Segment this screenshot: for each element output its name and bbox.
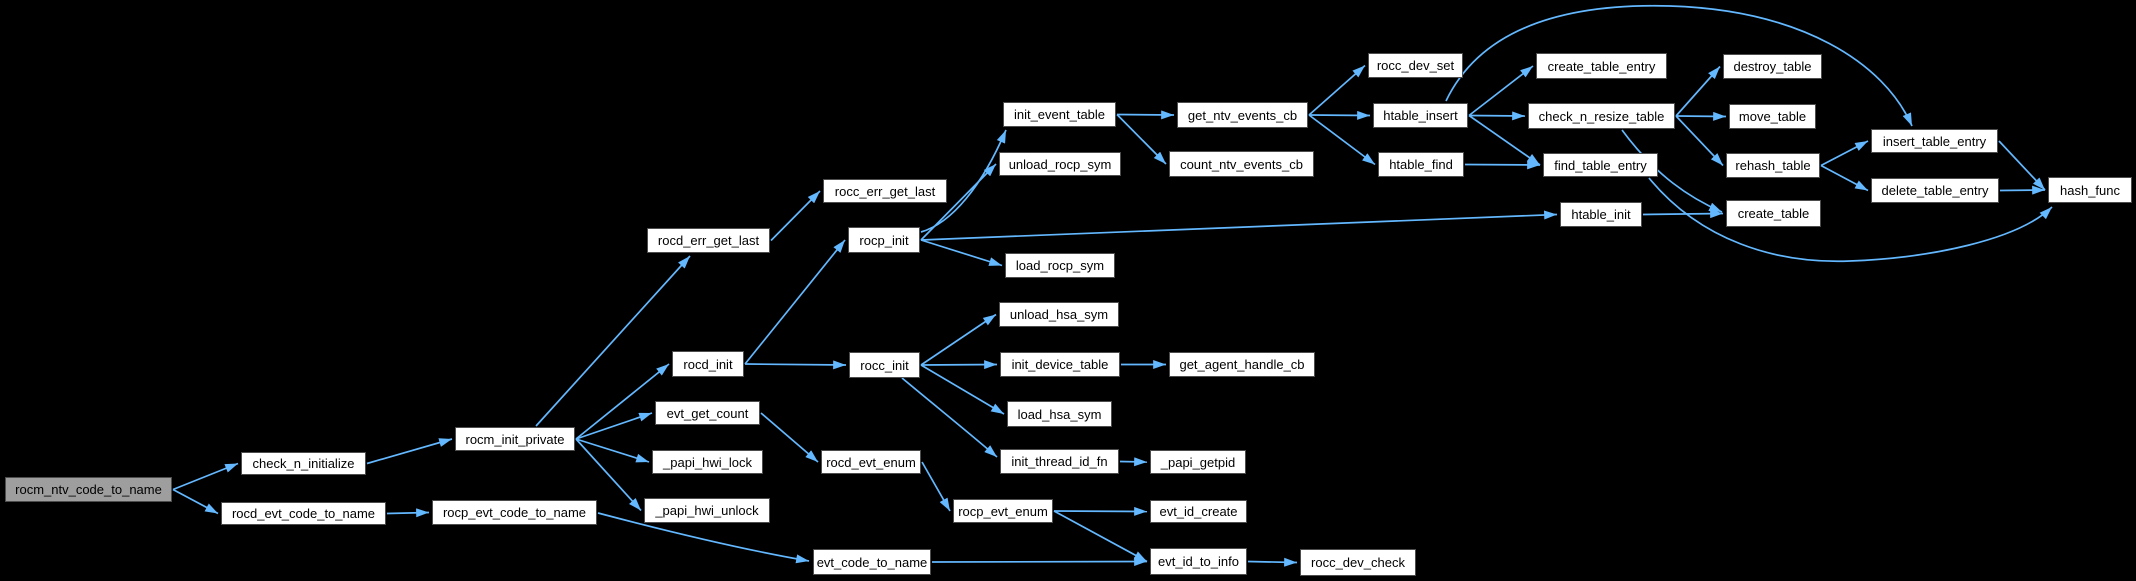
edge-rocd_init-rocp_init [744, 239, 846, 365]
graph-node-rocm_init_private[interactable]: rocm_init_private [455, 427, 575, 451]
graph-node-get_agent_handle_cb[interactable]: get_agent_handle_cb [1169, 352, 1315, 377]
edge-rocd_evt_code_to_name-rocp_evt_code_to_name [386, 508, 430, 518]
graph-node-evt_id_to_info[interactable]: evt_id_to_info [1150, 548, 1247, 575]
graph-node-htable_insert[interactable]: htable_insert [1373, 103, 1468, 128]
edge-evt_get_count-rocd_evt_enum [760, 412, 819, 463]
graph-node-rehash_table[interactable]: rehash_table [1726, 153, 1820, 178]
graph-node-rocd_evt_code_to_name[interactable]: rocd_evt_code_to_name [221, 502, 386, 525]
edge-rocm_ntv_code_to_name-rocd_evt_code_to_name [172, 488, 219, 515]
edge-init_thread_id_fn-_papi_getpid [1119, 457, 1148, 467]
graph-node-rocd_err_get_last[interactable]: rocd_err_get_last [647, 228, 770, 253]
edge-rocm_init_private-_papi_hwi_unlock [575, 438, 642, 512]
edge-rocm_init_private-_papi_hwi_lock [575, 438, 650, 463]
graph-node-check_n_initialize[interactable]: check_n_initialize [241, 452, 366, 475]
graph-node-evt_get_count[interactable]: evt_get_count [655, 401, 760, 425]
graph-node-hash_func[interactable]: hash_func [2048, 177, 2132, 203]
graph-node-delete_table_entry[interactable]: delete_table_entry [1871, 178, 1999, 203]
graph-node-evt_id_create[interactable]: evt_id_create [1150, 500, 1247, 523]
graph-node-init_thread_id_fn[interactable]: init_thread_id_fn [1000, 449, 1119, 474]
graph-node-_papi_getpid[interactable]: _papi_getpid [1150, 450, 1246, 474]
graph-node-rocp_evt_code_to_name[interactable]: rocp_evt_code_to_name [432, 500, 597, 525]
edge-rocp_init-unload_rocp_sym [920, 163, 997, 241]
edge-rocc_init-unload_hsa_sym [920, 313, 997, 366]
edge-check_n_resize_table-rehash_table [1675, 115, 1724, 167]
graph-node-rocc_dev_check[interactable]: rocc_dev_check [1300, 549, 1416, 576]
graph-node-htable_init[interactable]: htable_init [1560, 202, 1642, 227]
graph-node-load_rocp_sym[interactable]: load_rocp_sym [1005, 253, 1115, 278]
edge-insert_table_entry-hash_func [1998, 140, 2046, 191]
graph-node-unload_rocp_sym[interactable]: unload_rocp_sym [999, 152, 1121, 176]
edge-htable_insert-check_n_resize_table [1468, 111, 1526, 121]
graph-node-init_event_table[interactable]: init_event_table [1003, 102, 1116, 127]
graph-node-evt_code_to_name[interactable]: evt_code_to_name [813, 549, 931, 575]
graph-node-count_ntv_events_cb[interactable]: count_ntv_events_cb [1169, 151, 1314, 177]
edge-rocd_err_get_last-rocc_err_get_last [770, 190, 821, 242]
graph-node-insert_table_entry[interactable]: insert_table_entry [1871, 129, 1998, 153]
edge-check_n_initialize-rocm_init_private [366, 438, 453, 465]
edge-rocp_init-load_rocp_sym [920, 239, 1003, 267]
edge-rocc_init-load_hsa_sym [920, 364, 1005, 415]
graph-node-rocd_evt_enum[interactable]: rocd_evt_enum [821, 450, 921, 474]
graph-node-init_device_table[interactable]: init_device_table [1000, 352, 1120, 377]
graph-node-_papi_hwi_unlock[interactable]: _papi_hwi_unlock [644, 498, 770, 523]
edge-rehash_table-delete_table_entry [1820, 164, 1869, 192]
graph-node-create_table_entry[interactable]: create_table_entry [1536, 53, 1667, 79]
edge-rocc_init-init_thread_id_fn [901, 377, 998, 458]
graph-node-check_n_resize_table[interactable]: check_n_resize_table [1528, 103, 1675, 129]
edge-htable_insert-find_table_entry [1468, 114, 1541, 166]
edge-rocp_evt_enum-evt_id_to_info [1053, 510, 1148, 563]
graph-node-htable_find[interactable]: htable_find [1378, 152, 1464, 177]
edge-htable_find-find_table_entry [1464, 160, 1541, 170]
graph-node-move_table[interactable]: move_table [1729, 104, 1816, 129]
graph-node-rocc_init[interactable]: rocc_init [849, 352, 920, 378]
graph-node-create_table[interactable]: create_table [1726, 200, 1821, 227]
edge-evt_id_to_info-rocc_dev_check [1247, 557, 1298, 567]
graph-node-rocm_ntv_code_to_name: rocm_ntv_code_to_name [5, 477, 172, 502]
edge-find_table_entry-hash_func [1648, 177, 2053, 263]
edge-htable_insert-insert_table_entry [1445, 4, 1913, 127]
edge-rocd_init-rocc_init [744, 360, 847, 370]
graph-node-destroy_table[interactable]: destroy_table [1723, 54, 1822, 79]
edge-rocm_init_private-rocd_err_get_last [535, 255, 691, 427]
edge-rehash_table-insert_table_entry [1820, 140, 1869, 167]
edge-check_n_resize_table-move_table [1675, 111, 1727, 121]
edge-init_event_table-count_ntv_events_cb [1116, 113, 1167, 165]
graph-node-rocc_dev_set[interactable]: rocc_dev_set [1368, 53, 1463, 78]
edge-rocd_evt_enum-rocp_evt_enum [921, 461, 951, 512]
edge-rocm_ntv_code_to_name-check_n_initialize [172, 462, 239, 491]
edge-rocp_init-init_event_table [920, 129, 1007, 233]
graph-node-rocp_evt_enum[interactable]: rocp_evt_enum [953, 499, 1053, 523]
edge-rocp_evt_enum-evt_id_create [1053, 506, 1148, 516]
edge-check_n_resize_table-destroy_table [1675, 65, 1721, 117]
edge-rocp_init-htable_init [920, 210, 1558, 241]
graph-node-rocc_err_get_last[interactable]: rocc_err_get_last [823, 179, 947, 203]
edge-init_event_table-get_ntv_events_cb [1116, 110, 1175, 120]
edge-evt_code_to_name-evt_id_to_info [931, 557, 1148, 567]
edge-rocc_init-init_device_table [920, 360, 998, 370]
graph-node-unload_hsa_sym[interactable]: unload_hsa_sym [999, 302, 1119, 327]
graph-node-rocd_init[interactable]: rocd_init [672, 351, 744, 377]
graph-node-find_table_entry[interactable]: find_table_entry [1543, 153, 1658, 177]
edge-check_n_resize_table-create_table [1621, 129, 1723, 213]
graph-node-get_ntv_events_cb[interactable]: get_ntv_events_cb [1177, 102, 1308, 128]
edge-rocp_evt_code_to_name-evt_code_to_name [597, 512, 810, 564]
edge-get_ntv_events_cb-rocc_dev_set [1308, 64, 1366, 116]
edge-htable_insert-create_table_entry [1468, 65, 1534, 117]
edge-delete_table_entry-hash_func [1999, 185, 2046, 195]
graph-node-rocp_init[interactable]: rocp_init [848, 227, 920, 253]
edge-htable_init-create_table [1642, 209, 1724, 219]
edge-rocm_init_private-rocd_init [575, 363, 670, 440]
edge-get_ntv_events_cb-htable_insert [1308, 110, 1371, 120]
graph-node-load_hsa_sym[interactable]: load_hsa_sym [1007, 401, 1112, 427]
edge-rocm_init_private-evt_get_count [575, 412, 653, 440]
edge-get_ntv_events_cb-htable_find [1308, 114, 1376, 166]
graph-node-_papi_hwi_lock[interactable]: _papi_hwi_lock [652, 450, 763, 474]
